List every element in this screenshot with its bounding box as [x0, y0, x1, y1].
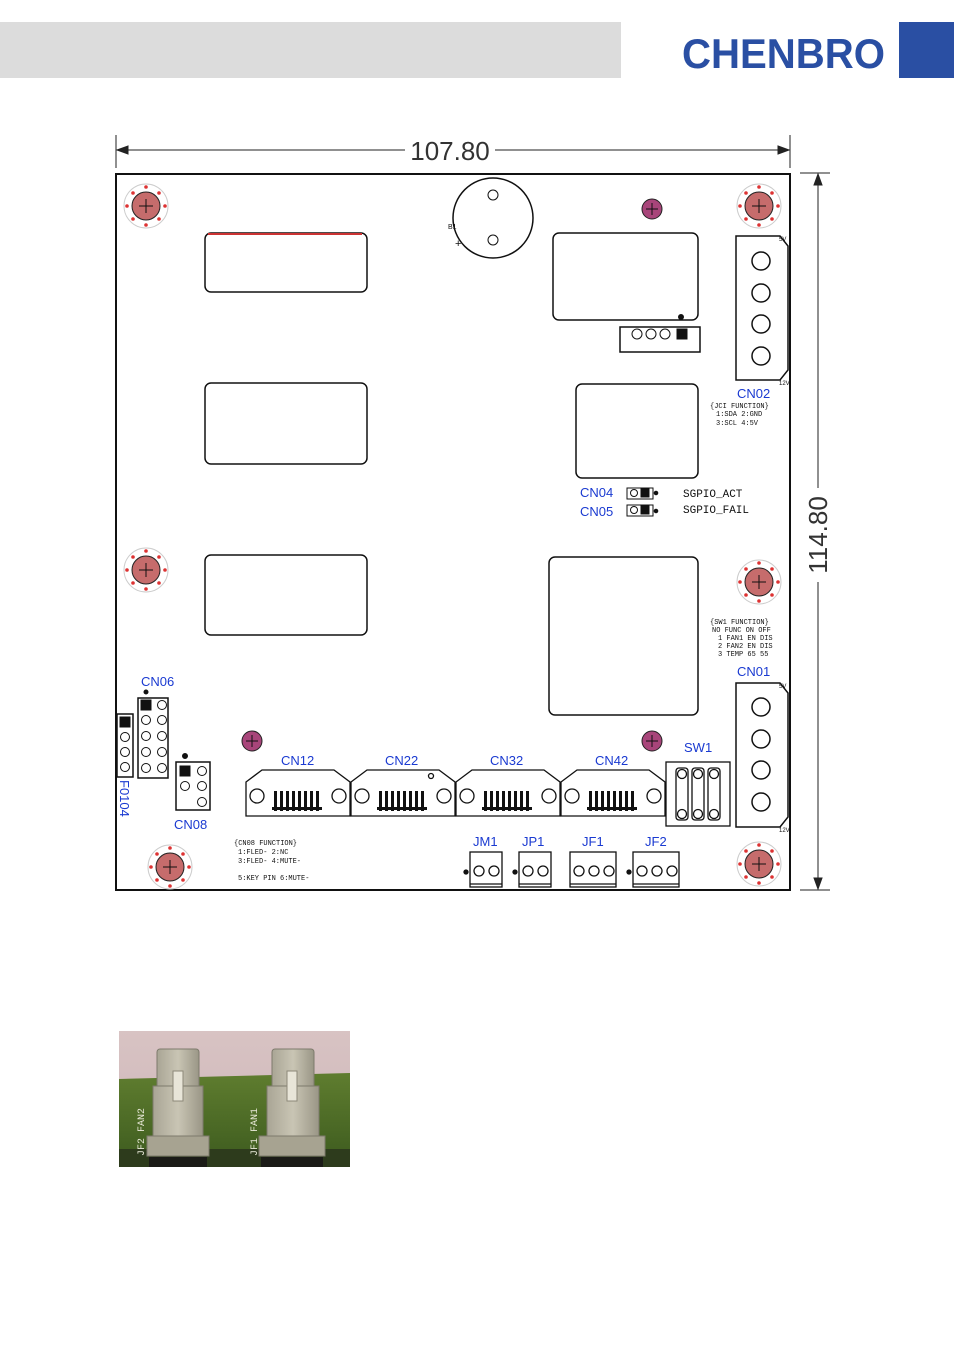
jci-line: 1:SDA 2:GND — [716, 411, 762, 419]
cn04-label: CN04 — [580, 485, 613, 500]
cn05-header — [626, 504, 659, 517]
photo-label-left: JF2 FAN2 — [137, 1108, 148, 1156]
sas-connector-cn32 — [455, 769, 561, 817]
chip-right-2 — [575, 383, 699, 479]
fiducial-mark — [641, 730, 663, 752]
height-dimension-label: 114.80 — [803, 496, 833, 574]
chip-left-3 — [204, 554, 368, 636]
fan-connector-photo: JF2 FAN2 JF1 FAN1 — [119, 1031, 350, 1167]
chip-right-3 — [548, 556, 699, 716]
mounting-hole — [736, 559, 782, 605]
cn02-label: CN02 — [737, 386, 770, 401]
cn42-label: CN42 — [595, 753, 628, 768]
cn08-function-text: {CN08 FUNCTION} 1:FLED- 2:NC 3:FLED- 4:M… — [234, 840, 309, 883]
battery-plus: + — [455, 238, 461, 250]
width-dimension-label: 107.80 — [410, 136, 490, 166]
jf1-label: JF1 — [582, 834, 604, 849]
cn08-line: 5:KEY PIN 6:MUTE- — [238, 875, 309, 883]
cn05-label: CN05 — [580, 504, 613, 519]
sas-connector-cn22 — [350, 769, 456, 817]
jf2-label: JF2 — [645, 834, 667, 849]
cn06-header — [137, 689, 169, 779]
photo-label-right: JF1 FAN1 — [250, 1108, 261, 1156]
fan-plug-right — [258, 1048, 326, 1167]
sw1-switch — [665, 761, 731, 827]
chip-left-2 — [204, 382, 368, 465]
jp1-header — [512, 851, 552, 888]
width-dimension — [115, 135, 791, 168]
jf1-header — [569, 851, 617, 888]
small-header — [619, 314, 701, 353]
sw1-line: 3 TEMP 65 55 — [718, 651, 768, 659]
cn04-header — [626, 487, 659, 500]
height-dimension — [800, 172, 830, 891]
cn01-12v-label: 12V — [779, 828, 790, 834]
sgpio-act-label: SGPIO_ACT — [683, 489, 743, 501]
jf2-header — [626, 851, 680, 888]
sas-connector-cn12 — [245, 769, 351, 817]
battery — [452, 177, 534, 259]
chip-right-1 — [552, 232, 699, 321]
jci-function-text: {JCI FUNCTION} 1:SDA 2:GND 3:SCL 4:5V — [710, 403, 769, 428]
f0104-header — [116, 713, 134, 778]
mounting-hole — [123, 547, 169, 593]
f0104-label: F0104 — [117, 780, 132, 817]
jci-line: 3:SCL 4:5V — [716, 420, 759, 428]
cn12-label: CN12 — [281, 753, 314, 768]
chip-left-1 — [204, 232, 368, 293]
cn08-line: {CN08 FUNCTION} — [234, 840, 297, 848]
mounting-hole — [123, 183, 169, 229]
cn01-5v-label: 5V — [779, 684, 786, 690]
jp1-label: JP1 — [522, 834, 544, 849]
cn02-12v-label: 12V — [779, 381, 790, 387]
sas-connector-cn42 — [560, 769, 666, 817]
header-bar — [0, 22, 621, 78]
cn22-label: CN22 — [385, 753, 418, 768]
cn08-line: 3:FLED- 4:MUTE- — [238, 858, 301, 866]
brand-square — [899, 22, 954, 78]
mounting-hole — [147, 844, 193, 890]
cn01-connector — [735, 682, 789, 828]
cn06-label: CN06 — [141, 674, 174, 689]
sw1-function-text: {SW1 FUNCTION} NO FUNC ON OFF 1 FAN1 EN … — [710, 619, 773, 659]
sw1-line: 2 FAN2 EN DIS — [718, 643, 773, 651]
chenbro-logo: CHENBRO — [682, 28, 887, 77]
cn02-5v-label: 5V — [779, 237, 786, 243]
cn08-line: 1:FLED- 2:NC — [238, 849, 288, 857]
fiducials — [241, 198, 663, 752]
sw1-label: SW1 — [684, 740, 712, 755]
fiducial-mark — [241, 730, 263, 752]
components — [204, 232, 699, 716]
battery-label: B1 — [448, 224, 457, 231]
cn08-label: CN08 — [174, 817, 207, 832]
cn08-header — [175, 753, 211, 811]
cn02-connector — [735, 235, 789, 381]
jci-line: {JCI FUNCTION} — [710, 403, 769, 411]
sw1-line: NO FUNC ON OFF — [712, 627, 771, 635]
sw1-line: 1 FAN1 EN DIS — [718, 635, 773, 643]
mounting-hole — [736, 841, 782, 887]
mounting-hole — [736, 183, 782, 229]
fiducial-mark — [641, 198, 663, 220]
sgpio-fail-label: SGPIO_FAIL — [683, 505, 749, 517]
mounting-holes — [123, 183, 782, 890]
cn32-label: CN32 — [490, 753, 523, 768]
cn01-label: CN01 — [737, 664, 770, 679]
jm1-label: JM1 — [473, 834, 498, 849]
logo-text: CHENBRO — [682, 30, 885, 76]
board-drawing: 107.80 114.80 — [115, 135, 833, 891]
sw1-line: {SW1 FUNCTION} — [710, 619, 769, 627]
jm1-header — [463, 851, 503, 888]
fan-plug-left — [146, 1048, 210, 1167]
